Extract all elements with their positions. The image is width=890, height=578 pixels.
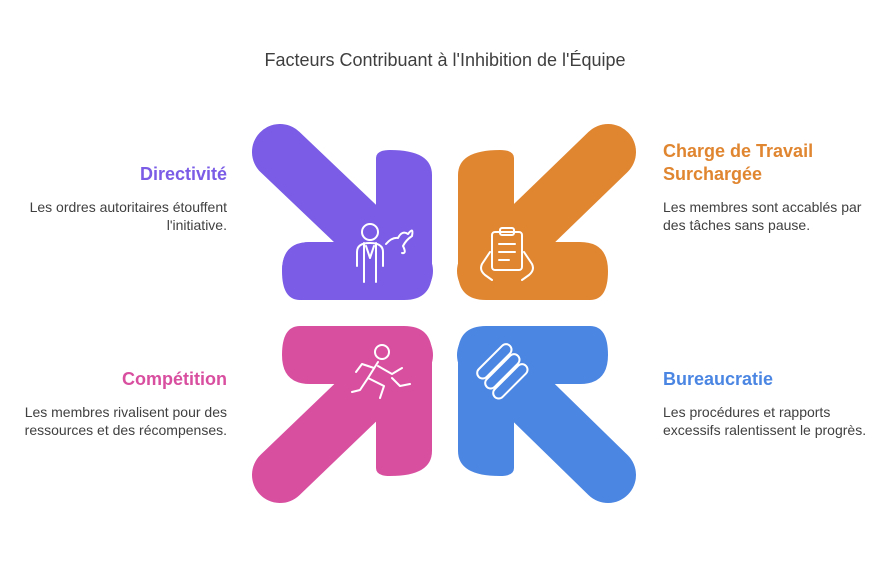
arrow-competition bbox=[252, 326, 433, 503]
arrow-bureaucratie bbox=[457, 326, 636, 503]
arrow-directivite bbox=[252, 124, 433, 300]
factor-title: Bureaucratie bbox=[663, 369, 774, 389]
factor-title: Directivité bbox=[139, 164, 227, 184]
factor-directivite: Directivité Les ordres autoritaires étou… bbox=[17, 163, 227, 234]
leader-icon bbox=[356, 223, 414, 283]
arrow-charge-travail bbox=[457, 124, 636, 300]
factor-competition: Compétition Les membres rivalisent pour … bbox=[17, 368, 227, 439]
factor-description: Les procédures et rapports excessifs ral… bbox=[663, 404, 867, 438]
factor-title: Charge de Travail Surchargée bbox=[663, 141, 814, 184]
factor-charge-travail: Charge de Travail Surchargée Les membres… bbox=[663, 140, 873, 234]
running-person-icon bbox=[351, 344, 411, 399]
factor-title: Compétition bbox=[122, 369, 227, 389]
paperwork-stack-icon bbox=[476, 343, 529, 400]
factor-description: Les membres sont accablés par des tâches… bbox=[663, 199, 862, 233]
factor-description: Les ordres autoritaires étouffent l'init… bbox=[29, 199, 227, 233]
diagram-title: Facteurs Contribuant à l'Inhibition de l… bbox=[264, 50, 626, 70]
factor-description: Les membres rivalisent pour des ressourc… bbox=[24, 404, 227, 438]
factor-bureaucratie: Bureaucratie Les procédures et rapports … bbox=[663, 368, 873, 439]
clipboard-hands-icon bbox=[480, 227, 534, 281]
